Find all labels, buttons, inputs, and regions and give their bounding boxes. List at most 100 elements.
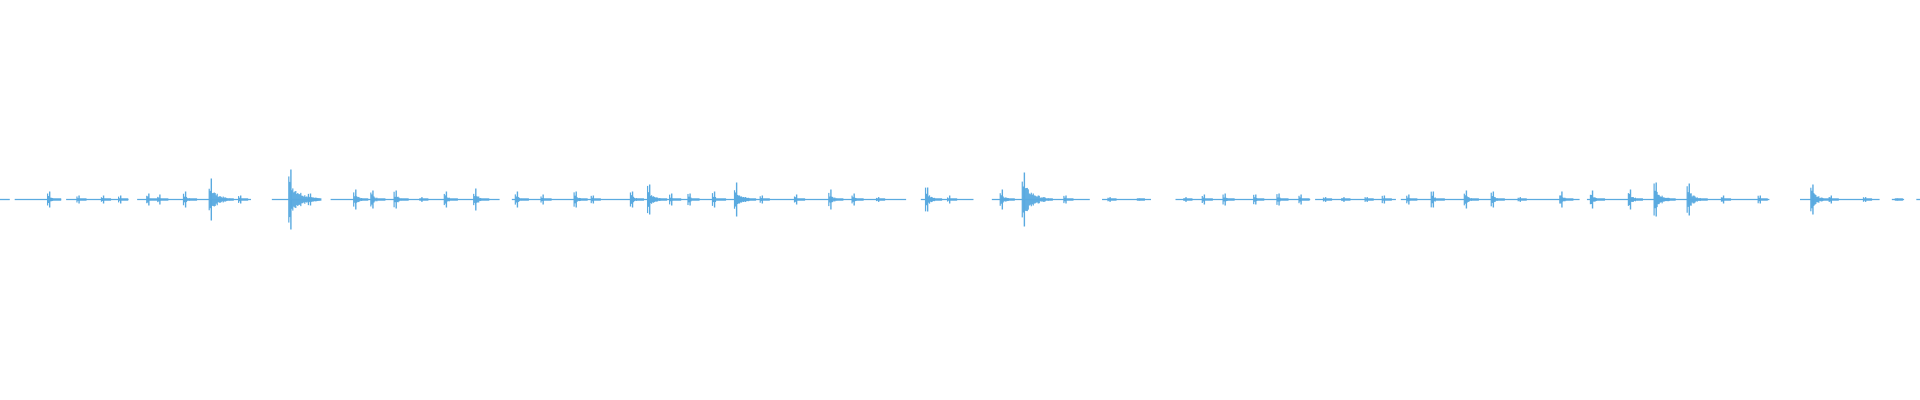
waveform-sample [146,195,148,204]
waveform-sample [1435,198,1437,201]
waveform-sample [854,197,856,202]
waveform-peak [1278,193,1280,206]
waveform-event [1063,195,1074,204]
waveform-sample [153,198,155,201]
waveform-sample [1690,193,1692,206]
waveform-event [146,193,159,206]
waveform-sample [1517,197,1519,202]
waveform-sample [765,198,767,201]
waveform-sample [1466,196,1468,203]
waveform-sample [225,197,227,202]
waveform-sample [100,197,103,202]
waveform-sample [1026,187,1028,212]
waveform-peak [761,195,764,204]
waveform-sample [1490,192,1492,207]
waveform-sample [520,198,522,201]
waveform-sample [160,198,162,201]
waveform-sample [1409,198,1411,201]
waveform-peak [1864,197,1867,202]
waveform-sample [549,198,551,201]
waveform-sample [799,198,802,201]
waveform-event [288,169,322,230]
waveform-sample [81,198,83,201]
waveform-sample [1070,198,1072,201]
waveform-sample [155,198,157,201]
waveform-sample [1223,197,1225,202]
waveform-sample [1442,198,1444,201]
waveform-sample [635,198,638,201]
waveform-sample [1824,198,1826,201]
waveform-sample [1010,198,1012,201]
waveform-sample [289,181,291,218]
waveform-sample [223,197,225,202]
waveform-sample [524,198,526,201]
waveform-sample [1818,196,1820,203]
waveform-sample [165,198,167,201]
waveform-sample [1000,195,1002,204]
waveform-sample [680,198,682,201]
waveform-sample [584,198,586,201]
waveform-sample [1632,197,1634,202]
waveform-sample [1810,187,1812,212]
waveform-sample [577,198,579,201]
waveform-sample [1330,198,1333,201]
waveform-sample [1437,198,1439,201]
waveform-peak [1830,195,1833,204]
waveform-sample [123,198,125,201]
waveform-sample [118,196,120,203]
waveform-sample [420,198,422,201]
waveform-sample [581,198,583,201]
waveform-sample [1283,198,1285,201]
waveform-sample [640,198,643,201]
waveform-sample [675,198,677,201]
waveform-sample [1666,197,1668,202]
waveform-sample [515,196,517,203]
waveform-sample [1013,198,1015,201]
waveform-sample [521,198,523,201]
waveform-sample [733,190,736,209]
waveform-sample [658,198,661,201]
waveform-sample [637,198,640,201]
waveform-sample [365,198,367,201]
waveform-sample [1209,198,1211,201]
waveform-peak [120,195,122,204]
waveform-sample [1562,197,1564,202]
waveform-sample [195,198,198,201]
waveform-sample [1704,198,1706,201]
waveform-sample [523,198,525,201]
waveform-sample [1412,198,1414,201]
waveform-sample [1034,195,1036,204]
waveform-sample [590,195,592,204]
waveform-sample [1819,198,1821,201]
waveform-sample [487,198,489,201]
waveform-sample [398,197,400,202]
waveform-sample [1701,198,1703,201]
waveform-sample [1663,197,1665,202]
waveform-sample [719,198,722,201]
waveform-peak [575,191,577,208]
waveform-sample [940,198,943,201]
waveform-event [711,191,727,208]
waveform-sample [687,193,689,206]
waveform-event [76,195,87,204]
waveform-sample [1279,197,1281,202]
waveform-sample [629,192,632,207]
waveform-sample [1364,197,1366,202]
waveform-sample [151,198,153,201]
waveform-peak [689,193,691,206]
waveform-sample [219,196,221,203]
waveform-sample [308,197,310,202]
waveform-sample [76,196,78,203]
waveform-sample [213,192,215,207]
waveform-sample [232,198,234,201]
waveform-sample [841,198,843,201]
waveform-sample [928,195,931,204]
waveform-sample [766,198,768,201]
waveform-sample [1303,198,1305,201]
waveform-sample [1476,198,1478,201]
waveform-sample [1006,197,1008,202]
waveform-sample [1670,198,1672,201]
waveform-sample [320,198,322,201]
waveform-peak [948,195,951,204]
waveform-sample [1565,198,1567,201]
